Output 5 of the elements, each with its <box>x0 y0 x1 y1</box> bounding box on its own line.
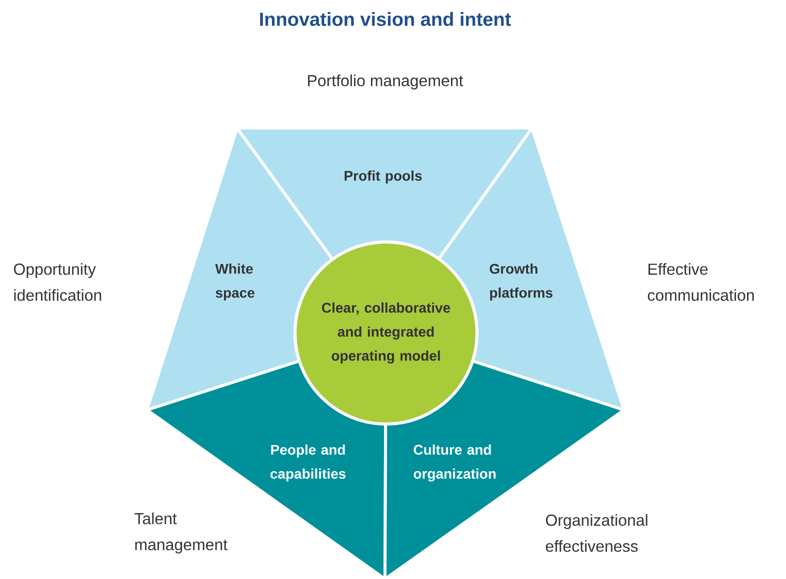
pentagon-segment: Profit pools <box>236 126 534 261</box>
outer-label: Portfolio management <box>308 74 464 90</box>
outer-label: Effective communication <box>648 263 754 301</box>
title: Innovation vision and intent <box>260 12 511 26</box>
outer-label: Opportunity identification <box>14 263 102 301</box>
